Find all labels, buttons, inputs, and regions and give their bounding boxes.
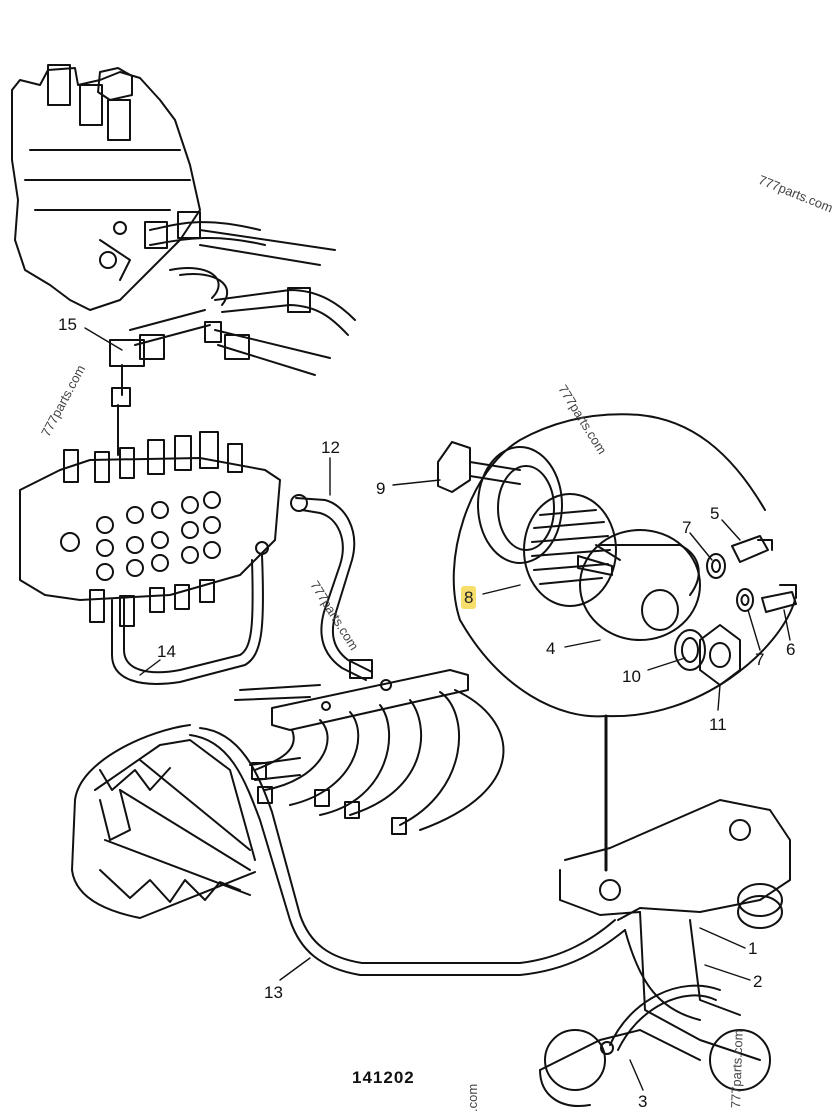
hose-13 (189, 727, 626, 976)
detail-inset (452, 413, 796, 872)
control-valve-bank (19, 431, 281, 627)
hose-14 (111, 554, 264, 685)
callout-11: 11 (709, 715, 727, 734)
upper-hoses (109, 229, 356, 456)
manifold-and-lines (234, 669, 505, 835)
exploded-parts-diagram (11, 64, 797, 1107)
leader-lines (84, 327, 791, 1091)
callout-2: 2 (753, 972, 763, 991)
watermark: 777parts.com (728, 1029, 746, 1109)
callout-13: 13 (264, 983, 283, 1002)
chassis-frame (71, 724, 256, 919)
inset-parts (437, 441, 797, 686)
callout-7a: 7 (682, 518, 692, 537)
callout-1: 1 (748, 939, 758, 958)
callout-9: 9 (376, 479, 386, 498)
callout-5: 5 (710, 504, 720, 523)
drawing-number: 141202 (352, 1068, 415, 1087)
callout-7b: 7 (755, 650, 765, 669)
callout-6: 6 (786, 640, 796, 659)
callout-3: 3 (638, 1092, 648, 1111)
watermark: .com (465, 1083, 480, 1112)
callout-14: 14 (157, 642, 176, 661)
callout-4: 4 (546, 639, 556, 658)
callout-15: 15 (58, 315, 77, 334)
upper-valve-block (11, 64, 266, 311)
hose-12 (290, 494, 373, 681)
callout-8: 8 (461, 586, 477, 609)
callout-10: 10 (622, 667, 641, 686)
callout-12: 12 (321, 438, 340, 457)
pivot-bracket (539, 799, 791, 1107)
